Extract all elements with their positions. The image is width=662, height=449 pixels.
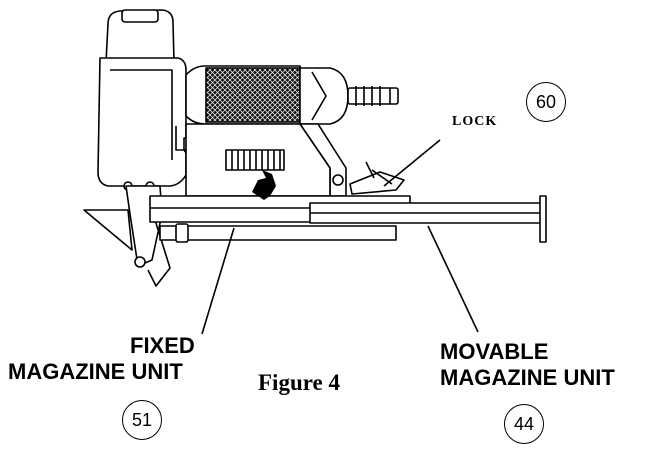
movable-magazine-label-line1: MOVABLE (440, 339, 549, 364)
end-cap (539, 195, 547, 243)
movable-magazine-label-line2: MAGAZINE UNIT (440, 365, 615, 390)
top-cap (105, 9, 175, 63)
callout-movable-part: 44 (504, 404, 544, 444)
knurled-grip (205, 67, 301, 123)
figure-caption: Figure 4 (258, 370, 340, 395)
callout-fixed-part: 51 (122, 400, 162, 440)
callout-lock-part: 60 (526, 82, 566, 122)
lock-label: LOCK (452, 114, 498, 129)
fixed-magazine-label-line2: MAGAZINE UNIT (8, 359, 183, 384)
vent-grille (225, 149, 285, 171)
lock-latch (349, 171, 405, 195)
head-housing (97, 57, 187, 187)
rear-cap (299, 67, 349, 125)
logo-mark (252, 170, 276, 200)
air-fitting (347, 87, 399, 105)
fixed-magazine-label-line1: FIXED (130, 333, 195, 358)
cap-ridge (121, 9, 159, 23)
lock-leader-line (383, 139, 441, 187)
bolt (332, 174, 344, 186)
work-contact (83, 209, 133, 251)
movable-leader-line (427, 225, 479, 333)
fixed-leader-line (201, 227, 235, 335)
